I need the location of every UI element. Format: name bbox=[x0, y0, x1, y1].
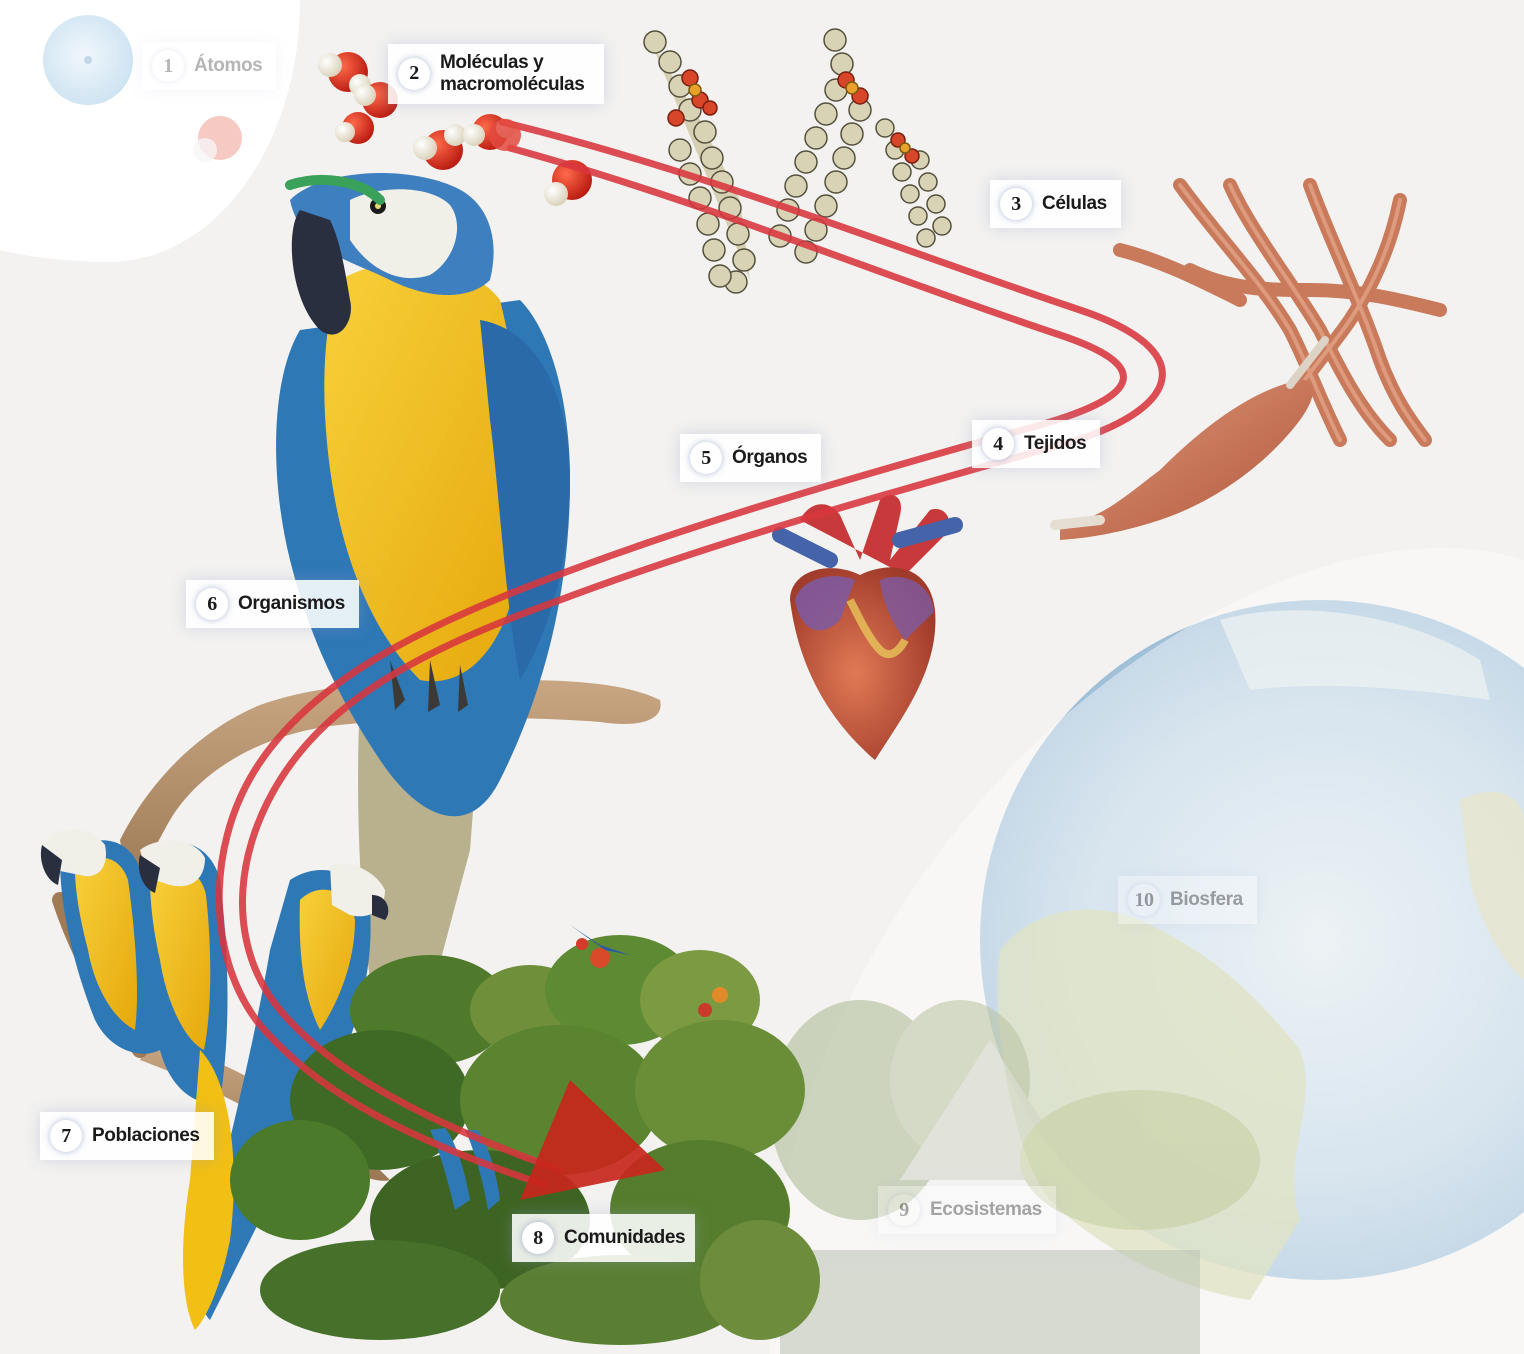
level-name: Poblaciones bbox=[92, 1125, 200, 1147]
level-number: 8 bbox=[522, 1222, 554, 1254]
heart-icon bbox=[780, 495, 955, 760]
level-number: 3 bbox=[1000, 188, 1032, 220]
level-label-organisms: 6 Organismos bbox=[186, 580, 359, 628]
level-number: 1 bbox=[152, 50, 184, 82]
level-label-molecules: 2 Moléculas y macromoléculas bbox=[388, 44, 604, 104]
level-name: Tejidos bbox=[1024, 433, 1086, 455]
level-name: Átomos bbox=[194, 55, 262, 77]
level-label-cells: 3 Células bbox=[990, 180, 1121, 228]
lipid-chain-icon bbox=[644, 29, 951, 293]
level-number: 2 bbox=[398, 58, 430, 90]
level-name: Organismos bbox=[238, 593, 345, 615]
level-name: Ecosistemas bbox=[930, 1199, 1042, 1221]
level-label-ecosystems: 9 Ecosistemas bbox=[878, 1186, 1056, 1234]
level-number: 9 bbox=[888, 1194, 920, 1226]
level-label-communities: 8 Comunidades bbox=[512, 1214, 695, 1262]
level-number: 10 bbox=[1128, 884, 1160, 916]
level-label-tissues: 4 Tejidos bbox=[972, 420, 1100, 468]
level-number: 6 bbox=[196, 588, 228, 620]
level-label-biosphere: 10 Biosfera bbox=[1118, 876, 1257, 924]
level-label-organs: 5 Órganos bbox=[680, 434, 821, 482]
level-label-atoms: 1 Átomos bbox=[142, 42, 276, 90]
level-number: 7 bbox=[50, 1120, 82, 1152]
level-name: Biosfera bbox=[1170, 889, 1243, 911]
level-number: 5 bbox=[690, 442, 722, 474]
level-name: Moléculas y macromoléculas bbox=[440, 52, 584, 96]
level-number: 4 bbox=[982, 428, 1014, 460]
level-name: Células bbox=[1042, 193, 1107, 215]
level-name: Comunidades bbox=[564, 1227, 685, 1249]
level-name: Órganos bbox=[732, 447, 807, 469]
level-label-populations: 7 Poblaciones bbox=[40, 1112, 214, 1160]
